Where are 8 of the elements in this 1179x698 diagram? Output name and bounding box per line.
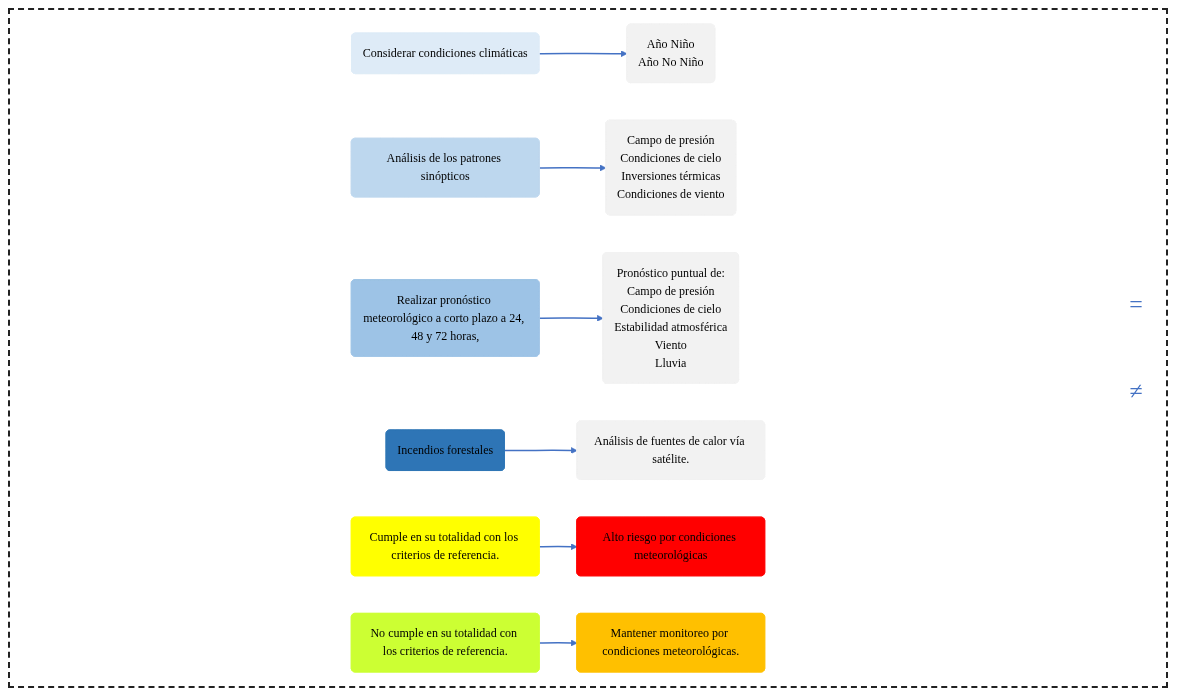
symbol-label: ≠ [1129, 378, 1143, 405]
arrow [504, 447, 578, 454]
arrow [538, 314, 604, 322]
arrow [538, 50, 628, 57]
arrow [538, 164, 607, 172]
arrow [538, 639, 578, 647]
symbol-label: = [1129, 291, 1143, 318]
arrow [538, 543, 578, 550]
